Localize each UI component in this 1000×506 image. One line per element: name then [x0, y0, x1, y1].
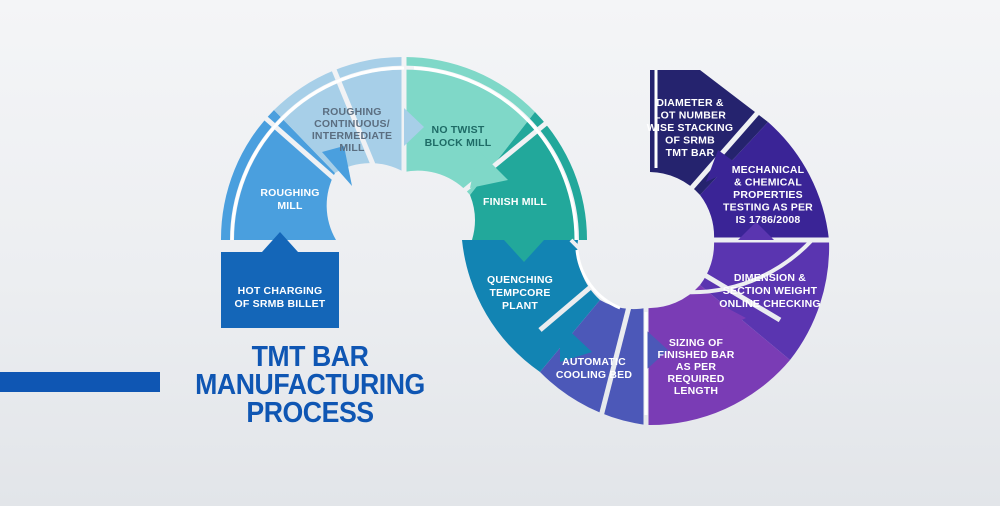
- segment-roughing-mill: [220, 110, 336, 240]
- separator-arcs: [230, 66, 658, 415]
- segment-mechanical: [700, 122, 829, 240]
- flow-arrows: [262, 108, 774, 370]
- title-line-1: TMT BAR: [251, 341, 369, 373]
- segment-diameter: [650, 70, 768, 195]
- page-title: TMT BAR MANUFACTURING PROCESS: [177, 341, 444, 429]
- segment-no-twist: [404, 56, 535, 195]
- title-accent-bar: [0, 372, 160, 392]
- segment-sizing: [646, 285, 790, 426]
- segment-dimension: [700, 240, 830, 360]
- svg-text:FINISH MILL: FINISH MILL: [483, 196, 547, 208]
- title-line-3: PROCESS: [246, 397, 374, 429]
- segment-hot-charging: [221, 252, 339, 328]
- segment-finish-mill: [470, 112, 588, 240]
- label-finish-mill: FINISH MILL: [483, 196, 547, 208]
- segment-cooling-bed: [540, 300, 646, 425]
- title-line-2: MANUFACTURING: [195, 369, 425, 401]
- segment-roughing-continuous: [274, 56, 404, 173]
